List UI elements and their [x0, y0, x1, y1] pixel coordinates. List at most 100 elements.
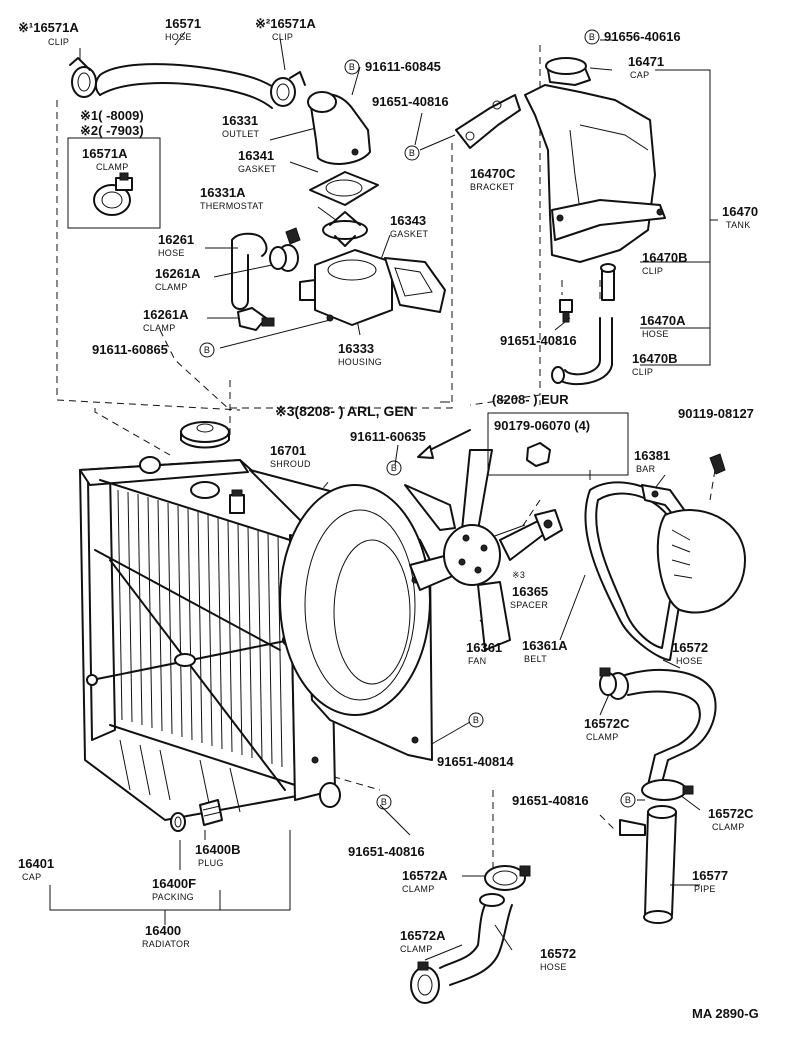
- svg-text:B: B: [349, 62, 355, 72]
- svg-text:B: B: [391, 463, 397, 473]
- label-bolt-90119: 90119-08127: [678, 406, 754, 421]
- svg-text:B: B: [381, 797, 387, 807]
- drain-plug-16400B: [199, 799, 223, 826]
- label-packing-16400F: 16400F: [152, 876, 196, 891]
- label-bolt-91651-40814: 91651-40814: [437, 754, 514, 769]
- label-hose-16572-upper: 16572: [672, 640, 708, 655]
- gasket-16343: [384, 257, 446, 313]
- label-hose-16572-lower: 16572: [540, 946, 576, 961]
- svg-text:TANK: TANK: [726, 220, 751, 230]
- label-bolt-91651-40816-tank: 91651-40816: [500, 333, 577, 348]
- diagram-code: MA 2890-G: [692, 1006, 759, 1021]
- label-clamp-16572C-b: 16572C: [708, 806, 754, 821]
- hose-16571-group: [69, 57, 306, 109]
- label-note2: ※2( -7903): [80, 123, 144, 138]
- svg-text:PLUG: PLUG: [198, 858, 224, 868]
- svg-text:HOSE: HOSE: [540, 962, 567, 972]
- label-clamp-16572A-b: 16572A: [400, 928, 446, 943]
- bolt-marker: B: [584, 29, 600, 45]
- svg-text:SHROUD: SHROUD: [270, 459, 311, 469]
- label-radiator-16400: 16400: [145, 923, 181, 938]
- label-bolt-91651-40816-top: 91651-40816: [372, 94, 449, 109]
- bolt-marker: B: [199, 342, 215, 358]
- label-bar-16381: 16381: [634, 448, 670, 463]
- svg-text:B: B: [625, 795, 631, 805]
- svg-text:RADIATOR: RADIATOR: [142, 939, 190, 949]
- label-hose-16571: 16571: [165, 16, 201, 31]
- svg-text:THERMOSTAT: THERMOSTAT: [200, 201, 264, 211]
- thermostat-housing-16333: [299, 249, 393, 326]
- bolt-marker: B: [620, 792, 636, 808]
- svg-text:B: B: [589, 32, 595, 42]
- label-belt-16361A: 16361A: [522, 638, 568, 653]
- bolt-marker: B: [468, 712, 484, 728]
- svg-text:PACKING: PACKING: [152, 892, 194, 902]
- fan-spacer-16365: [534, 509, 563, 541]
- label-pipe-16577: 16577: [692, 868, 728, 883]
- part-labels: ※¹16571A CLIP 16571 HOSE ※²16571A CLIP ※…: [18, 16, 759, 1021]
- label-bolt-91656-40616: 91656-40616: [604, 29, 681, 44]
- svg-text:BELT: BELT: [524, 654, 547, 664]
- svg-text:OUTLET: OUTLET: [222, 129, 260, 139]
- bolt-marker: B: [386, 460, 402, 476]
- bolt-marker: B: [376, 794, 392, 810]
- radiator-cap-16401: [180, 421, 230, 449]
- hose-16261: [231, 227, 301, 331]
- svg-text:CAP: CAP: [22, 872, 41, 882]
- fan-shroud-16701: [249, 469, 433, 761]
- label-cap-16401: 16401: [18, 856, 54, 871]
- svg-text:CLAMP: CLAMP: [155, 282, 188, 292]
- label-clip-16571A-right: ※²16571A: [255, 16, 316, 31]
- label-bolt-91651-40816-rad: 91651-40816: [348, 844, 425, 859]
- thermostat-16331A: [322, 211, 368, 247]
- label-nut-90179: 90179-06070 (4): [494, 418, 590, 433]
- svg-text:HOSE: HOSE: [642, 329, 669, 339]
- leader-lines: [49, 31, 718, 961]
- adjusting-bar-16381: [641, 453, 746, 614]
- cooling-fan-16361: [404, 449, 553, 651]
- svg-text:SPACER: SPACER: [510, 600, 548, 610]
- svg-text:HOSE: HOSE: [158, 248, 185, 258]
- svg-text:CLIP: CLIP: [632, 367, 653, 377]
- label-cap-16471: 16471: [628, 54, 664, 69]
- bracket-16470C: [455, 94, 521, 149]
- svg-text:CAP: CAP: [630, 70, 649, 80]
- label-clamp-16261A-b: 16261A: [143, 307, 189, 322]
- radiator-hose-16572-upper: [599, 667, 717, 791]
- label-bolt-91611-60845: 91611-60845: [365, 59, 441, 74]
- svg-text:CLAMP: CLAMP: [586, 732, 619, 742]
- svg-text:PIPE: PIPE: [694, 884, 716, 894]
- label-hose-16470A: 16470A: [640, 313, 686, 328]
- label-hose-16261: 16261: [158, 232, 194, 247]
- label-clamp-16572A-a: 16572A: [402, 868, 448, 883]
- label-clip-16470B-a: 16470B: [642, 250, 688, 265]
- water-pipe-16577: [619, 779, 694, 924]
- label-tank-16470: 16470: [722, 204, 758, 219]
- reserve-tank-16470: [524, 57, 666, 386]
- svg-text:HOSE: HOSE: [165, 32, 192, 42]
- arrow-note3: [417, 429, 471, 459]
- label-outlet-16331: 16331: [222, 113, 258, 128]
- svg-text:BAR: BAR: [636, 464, 656, 474]
- svg-text:CLIP: CLIP: [272, 32, 293, 42]
- gasket-16341: [309, 171, 379, 206]
- label-plug-16400B: 16400B: [195, 842, 241, 857]
- label-clip-16571A-left: ※¹16571A: [18, 20, 79, 35]
- bolt-marker: B: [344, 59, 360, 75]
- label-bolt-91611-60865: 91611-60865: [92, 342, 168, 357]
- svg-text:GASKET: GASKET: [238, 164, 277, 174]
- label-clamp-16571A: 16571A: [82, 146, 128, 161]
- bolt-markers: B B B B B B B B: [199, 29, 636, 810]
- label-spacer-mark: ※3: [512, 570, 525, 580]
- label-thermostat-16331A: 16331A: [200, 185, 246, 200]
- svg-text:CLAMP: CLAMP: [96, 162, 129, 172]
- svg-text:CLAMP: CLAMP: [712, 822, 745, 832]
- label-gasket-16341: 16341: [238, 148, 274, 163]
- svg-text:GASKET: GASKET: [390, 229, 429, 239]
- label-clamp-16261A-a: 16261A: [155, 266, 201, 281]
- svg-text:HOSE: HOSE: [676, 656, 703, 666]
- svg-text:B: B: [204, 345, 210, 355]
- label-fan-16361: 16361: [466, 640, 502, 655]
- svg-text:B: B: [409, 148, 415, 158]
